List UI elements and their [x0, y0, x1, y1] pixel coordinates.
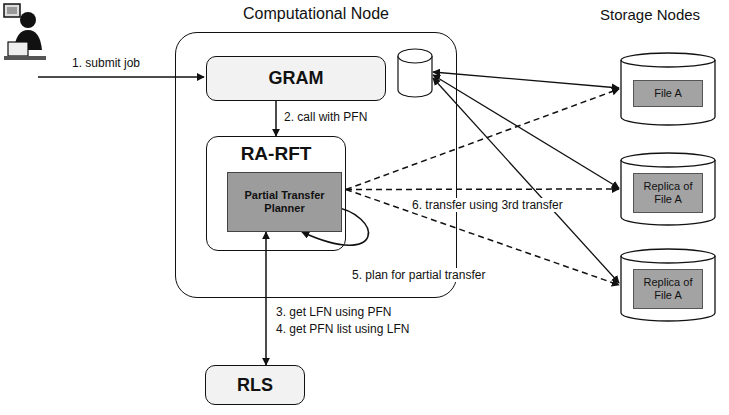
flow-arrow: [265, 232, 267, 365]
step-label: 4. get PFN list using LFN: [274, 322, 411, 336]
node-text: Replica of File A: [633, 269, 703, 309]
node-text: Partial Transfer Planner: [228, 189, 341, 215]
transfer-arrow: [346, 188, 619, 190]
node-text: RLS: [237, 375, 273, 396]
flow-arrow: [275, 101, 277, 136]
edge-label: 2. call with PFN: [282, 110, 369, 124]
storage-cylinder: Replica of File A: [620, 152, 716, 226]
user-icon: [4, 4, 46, 60]
storage-link: [433, 72, 619, 283]
process-box: RLS: [205, 365, 305, 405]
transfer-arrow: [346, 190, 619, 286]
node-text: RA-RFT: [207, 143, 345, 165]
node-text: GRAM: [269, 68, 324, 89]
edge-label: 6. transfer using 3rd transfer: [410, 198, 565, 212]
process-box: Partial Transfer Planner: [227, 172, 342, 232]
node-text: Replica of File A: [633, 173, 703, 213]
node-group: Computational NodeGRAMRA-RFTPartial Tran…: [175, 32, 457, 298]
step-label: Storage Nodes: [598, 6, 702, 24]
process-box: GRAM: [206, 56, 386, 101]
storage-cylinder: Replica of File A: [620, 248, 716, 322]
transfer-arrow: [346, 89, 619, 190]
edge-label: 3. get LFN using PFN: [274, 305, 393, 319]
storage-cylinder: File A: [620, 52, 716, 126]
submit-arrow: [38, 76, 204, 78]
local-storage-cylinder: [398, 49, 432, 97]
step-label: 5. plan for partial transfer: [350, 268, 487, 282]
process-box: RA-RFT Partial Transfer Planner: [206, 136, 346, 251]
node-text: File A: [633, 80, 703, 107]
step-label: 1. submit job: [70, 56, 142, 70]
group-heading: Computational Node: [176, 5, 456, 23]
